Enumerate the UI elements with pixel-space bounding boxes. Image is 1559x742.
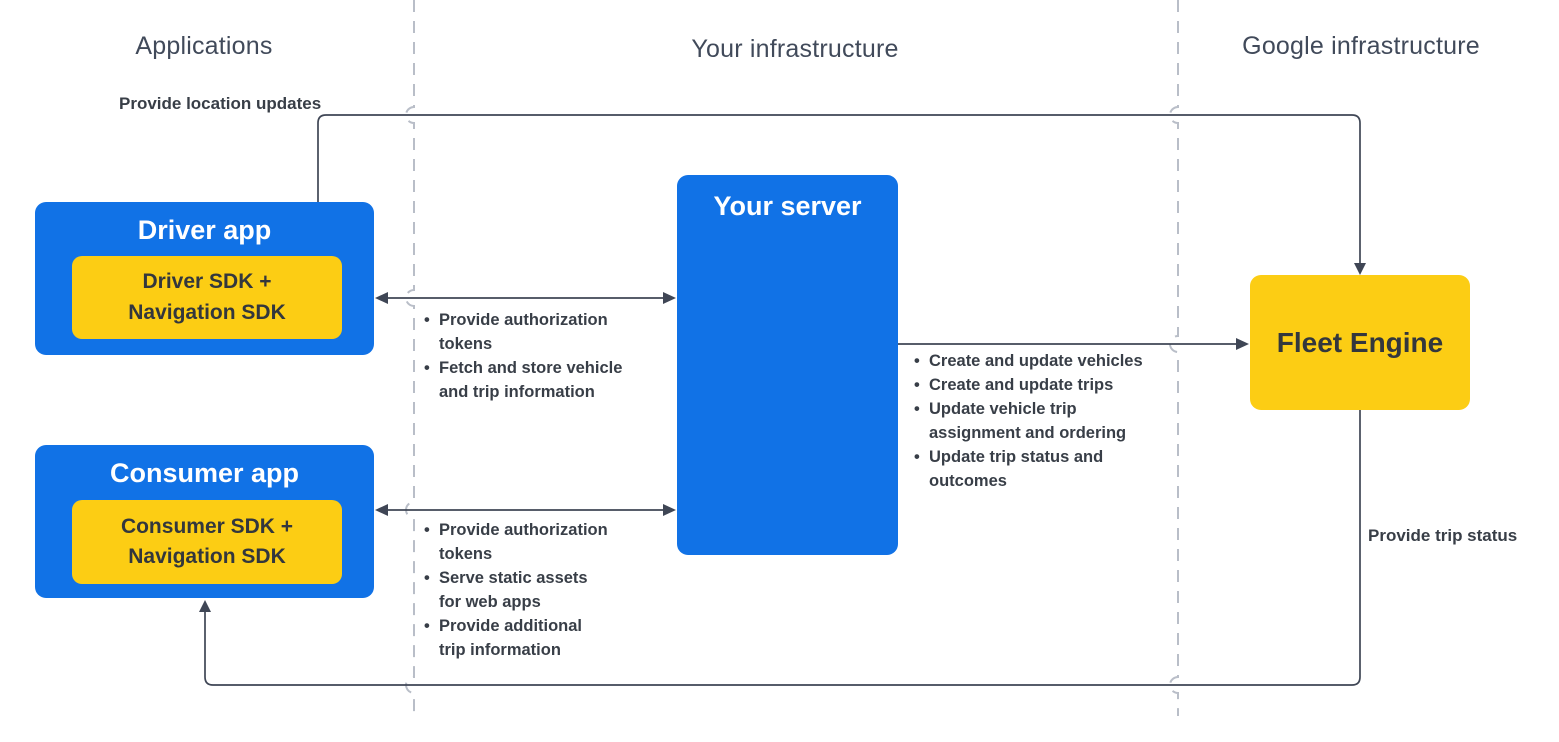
driver-app-node: Driver app Driver SDK + Navigation SDK	[35, 202, 374, 355]
consumer-sdk-box: Consumer SDK + Navigation SDK	[72, 500, 342, 584]
driver-server-bullet-list: Provide authorization tokens Fetch and s…	[424, 308, 639, 404]
driver-server-arrowhead-left	[375, 292, 388, 304]
your-server-node: Your server	[677, 175, 898, 555]
bullet-item: Provide authorization tokens	[424, 518, 639, 566]
bullet-item: Fetch and store vehicle and trip informa…	[424, 356, 639, 404]
divider-applications-infrastructure	[405, 0, 415, 716]
consumer-app-title: Consumer app	[109, 458, 300, 488]
your-server-title: Your server	[713, 191, 862, 221]
trip-status-label: Provide trip status	[1368, 526, 1518, 545]
fleet-engine-node: Fleet Engine	[1250, 275, 1470, 410]
bullet-item: Provide additional trip information	[424, 614, 639, 662]
consumer-server-arrowhead-right	[663, 504, 676, 516]
bullet-item: Create and update trips	[914, 373, 1169, 397]
location-updates-arrowhead	[1354, 263, 1366, 275]
bullet-item: Update trip status and outcomes	[914, 445, 1169, 493]
bullet-item: Provide authorization tokens	[424, 308, 639, 356]
driver-sdk-box: Driver SDK + Navigation SDK	[72, 256, 342, 339]
location-updates-label: Provide location updates	[119, 94, 322, 113]
column-header-applications: Applications	[135, 32, 273, 60]
bullet-item: Serve static assets for web apps	[424, 566, 639, 614]
column-header-google-infrastructure: Google infrastructure	[1242, 32, 1480, 60]
bullet-item: Create and update vehicles	[914, 349, 1169, 373]
column-header-your-infrastructure: Your infrastructure	[691, 35, 899, 63]
trip-status-arrowhead	[199, 600, 211, 612]
consumer-app-node: Consumer app Consumer SDK + Navigation S…	[35, 445, 374, 598]
consumer-server-bullet-list: Provide authorization tokens Serve stati…	[424, 518, 639, 662]
trip-status-line	[204, 410, 1361, 686]
bullet-item: Update vehicle trip assignment and order…	[914, 397, 1169, 445]
server-fleet-arrowhead	[1236, 338, 1249, 350]
server-fleet-bullet-list: Create and update vehicles Create and up…	[914, 349, 1169, 493]
location-updates-line	[317, 114, 1361, 264]
divider-infrastructure-google	[1169, 0, 1179, 716]
consumer-server-arrowhead-left	[375, 504, 388, 516]
driver-server-arrowhead-right	[663, 292, 676, 304]
driver-app-title: Driver app	[137, 215, 272, 245]
